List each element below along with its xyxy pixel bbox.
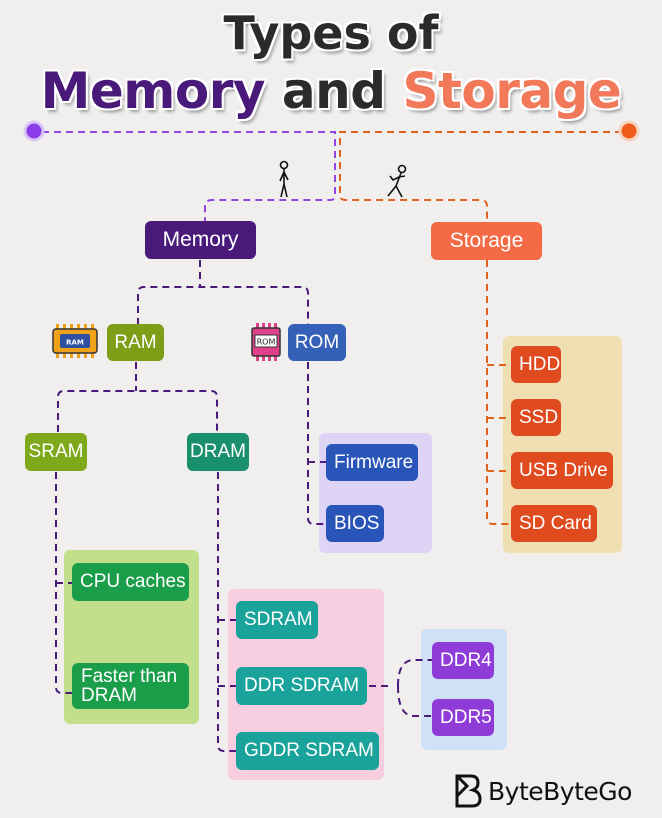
ram-chip-icon: RAM xyxy=(52,324,98,363)
sd-card-node: SD Card xyxy=(511,505,597,542)
ssd-node: SSD xyxy=(511,399,561,436)
storage-branch xyxy=(486,260,511,525)
title-storage: Storage xyxy=(402,62,622,120)
storage-node: Storage xyxy=(431,222,542,260)
bios-node: BIOS xyxy=(326,505,384,542)
title-line-1: Types of xyxy=(223,6,439,60)
hdd-node: HDD xyxy=(511,346,561,383)
walking-figure-icon xyxy=(387,164,407,198)
dram-branch xyxy=(217,472,236,752)
title-memory: Memory xyxy=(40,62,266,120)
memory-top-line xyxy=(42,131,336,222)
rom-chip-label: ROM xyxy=(257,338,276,347)
title-line-2: Memory and Storage xyxy=(0,62,662,120)
firmware-node: Firmware xyxy=(326,444,418,481)
bytebytego-logo-icon xyxy=(455,774,482,808)
memory-branch xyxy=(137,260,309,325)
title-and: and xyxy=(281,62,386,120)
faster-than-dram-line-2: DRAM xyxy=(81,685,137,706)
ddr-sdram-node: DDR SDRAM xyxy=(236,667,367,705)
ram-node: RAM xyxy=(107,324,164,361)
gddr-sdram-node: GDDR SDRAM xyxy=(236,732,379,770)
usb-drive-node: USB Drive xyxy=(511,452,613,489)
standing-figure-icon xyxy=(279,160,289,198)
memory-endpoint-dot xyxy=(23,120,45,142)
cpu-caches-node: CPU caches xyxy=(72,563,189,601)
ram-chip-label: RAM xyxy=(66,339,84,347)
ddr4-node: DDR4 xyxy=(432,642,494,679)
storage-endpoint-dot xyxy=(618,120,640,142)
brand-name: ByteByteGo xyxy=(488,776,632,806)
ram-branch xyxy=(57,362,218,432)
rom-branch xyxy=(307,362,326,525)
sram-branch xyxy=(55,472,72,694)
faster-than-dram-line-1: Faster than xyxy=(81,666,178,687)
rom-node: ROM xyxy=(288,324,346,361)
storage-top-line xyxy=(339,131,622,222)
dram-node: DRAM xyxy=(187,433,249,471)
sram-node: SRAM xyxy=(25,433,87,471)
faster-than-dram-node: Faster than DRAM xyxy=(72,663,189,709)
bytebytego-brand: ByteByteGo xyxy=(454,774,632,808)
ddr-branch xyxy=(369,659,432,717)
rom-chip-icon: ROM xyxy=(251,323,281,366)
memory-node: Memory xyxy=(145,221,256,259)
sdram-node: SDRAM xyxy=(236,601,318,639)
ddr5-node: DDR5 xyxy=(432,699,494,736)
